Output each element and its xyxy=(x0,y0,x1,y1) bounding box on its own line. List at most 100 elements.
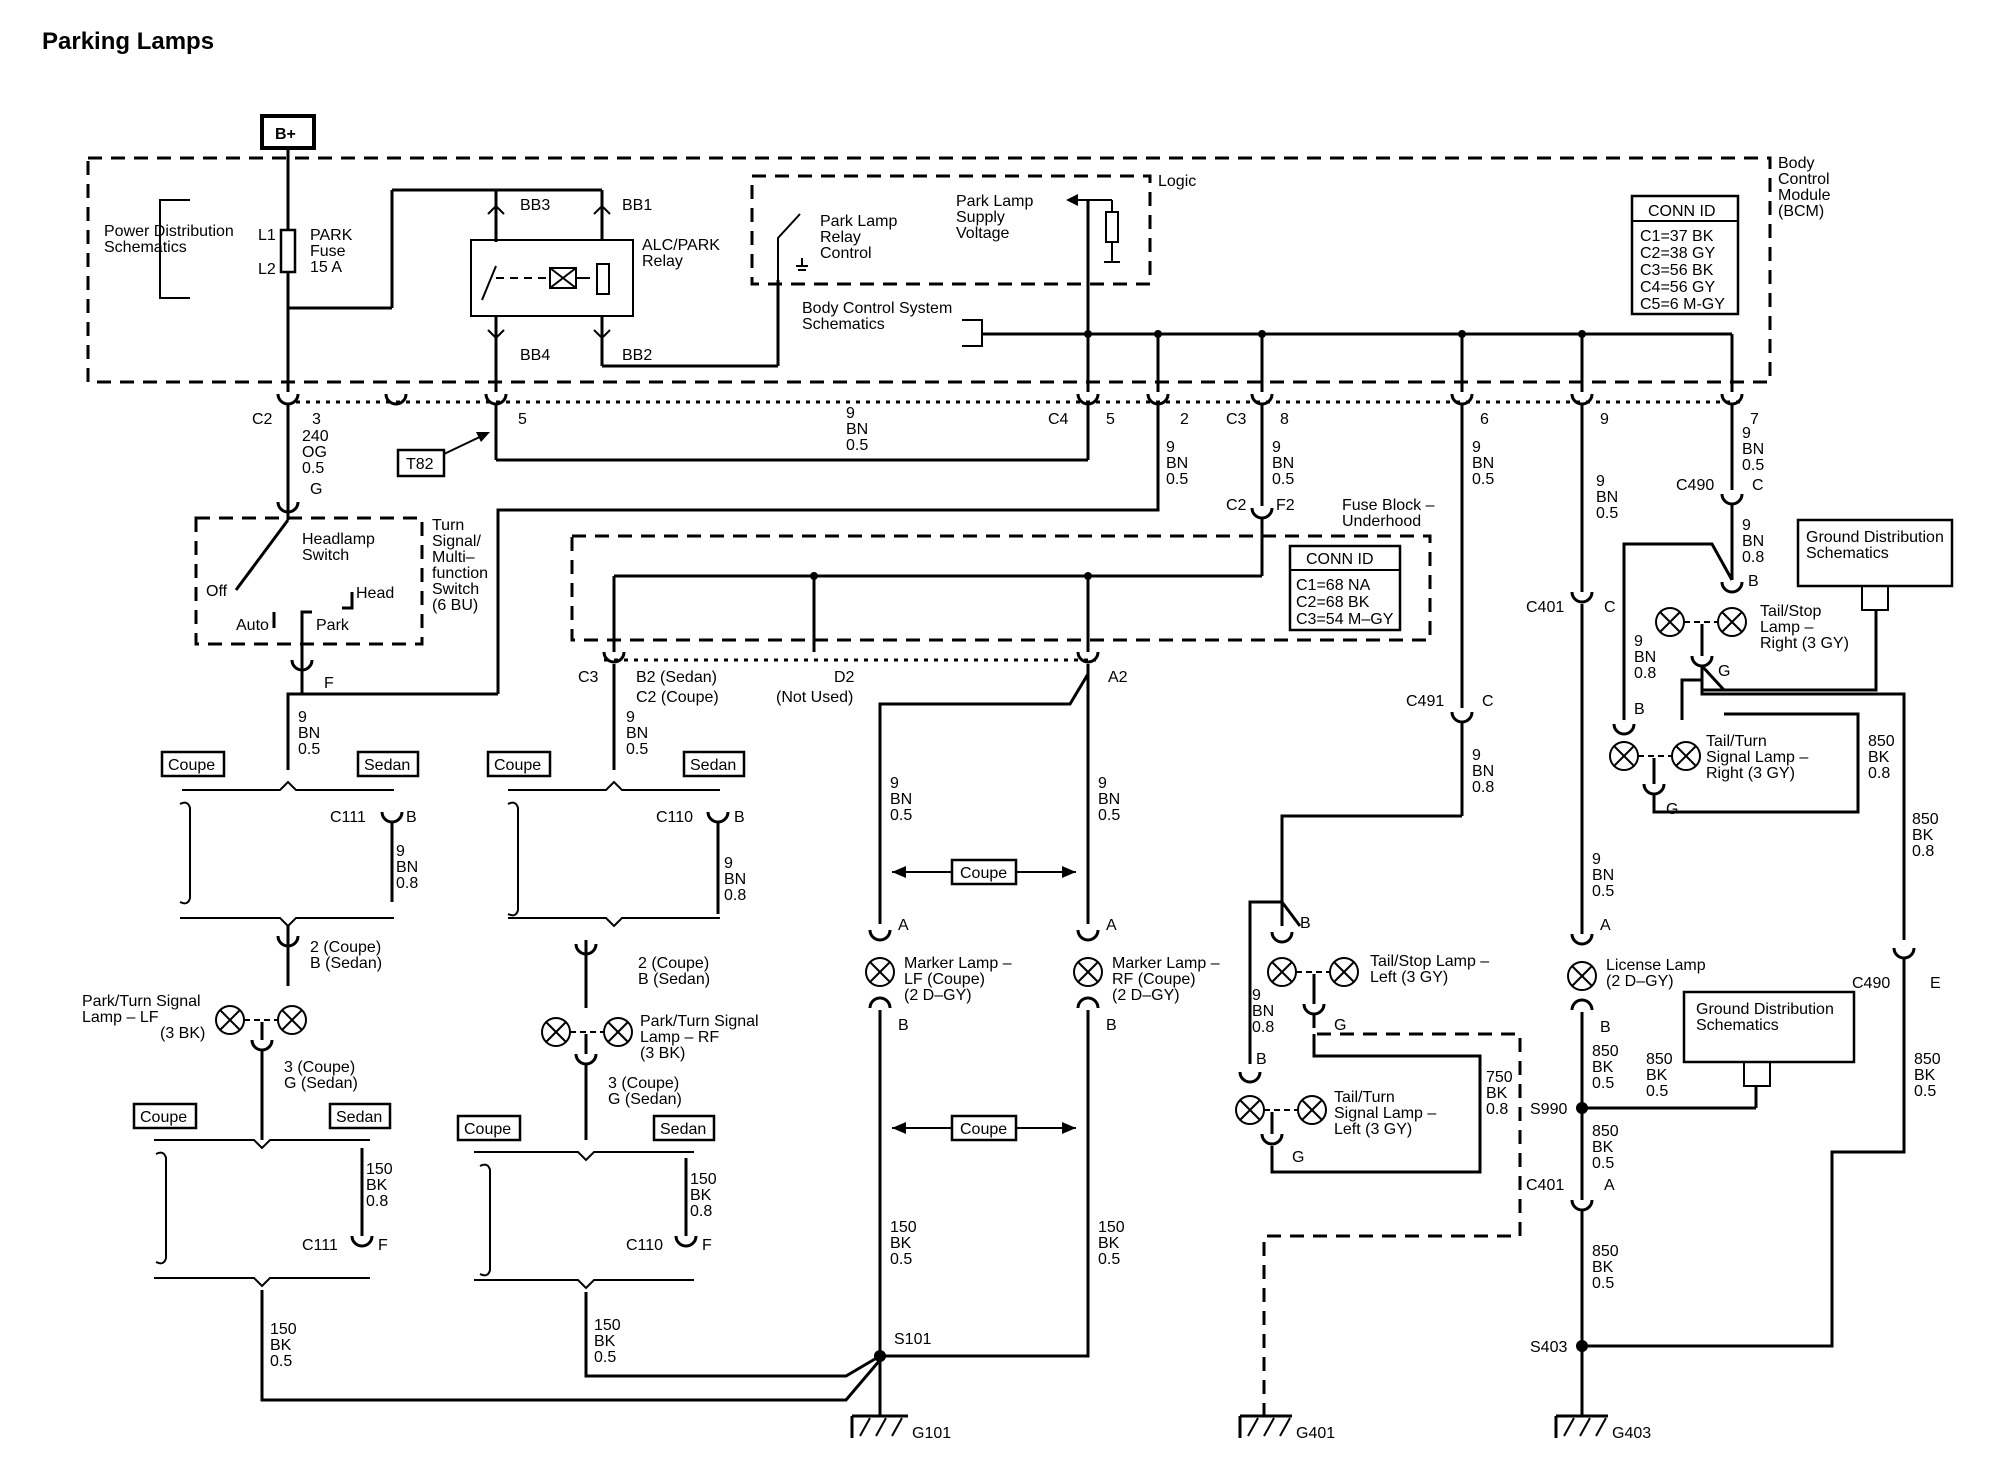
svg-text:750: 750 xyxy=(1486,1069,1513,1086)
svg-text:0.5: 0.5 xyxy=(1098,1251,1120,1268)
svg-text:C2: C2 xyxy=(1226,497,1247,514)
svg-text:BN: BN xyxy=(1252,1003,1274,1020)
svg-text:Left (3 GY): Left (3 GY) xyxy=(1334,1121,1412,1138)
wire-150-bk-lf: 150 BK 0.5 xyxy=(270,1321,297,1370)
svg-text:C3: C3 xyxy=(578,669,599,686)
lf-ground-option-selector: Coupe Sedan xyxy=(132,1102,392,1288)
svg-text:0.5: 0.5 xyxy=(1472,471,1494,488)
bcm-boundary xyxy=(86,156,1772,384)
ground-g101: G101 xyxy=(850,1414,951,1442)
svg-text:9: 9 xyxy=(626,709,635,726)
svg-text:C490: C490 xyxy=(1676,477,1714,494)
svg-text:9: 9 xyxy=(1596,473,1605,490)
svg-text:2 (Coupe): 2 (Coupe) xyxy=(638,955,709,972)
svg-text:Park: Park xyxy=(316,617,350,634)
headlamp-switch-box xyxy=(194,516,424,646)
svg-text:0.5: 0.5 xyxy=(302,460,324,477)
svg-text:Sedan: Sedan xyxy=(336,1109,382,1126)
svg-text:Signal Lamp –: Signal Lamp – xyxy=(1334,1105,1436,1122)
svg-text:9: 9 xyxy=(396,843,405,860)
svg-text:BK: BK xyxy=(1098,1235,1120,1252)
svg-text:G (Sedan): G (Sedan) xyxy=(284,1075,358,1092)
svg-text:240: 240 xyxy=(302,428,329,445)
svg-text:150: 150 xyxy=(270,1321,297,1338)
svg-text:Switch: Switch xyxy=(432,581,479,598)
wire-9-bn-c111: 9 BN 0.8 xyxy=(396,843,418,892)
svg-text:Supply: Supply xyxy=(956,209,1005,226)
svg-text:S101: S101 xyxy=(894,1331,931,1348)
connector-c2: C2 xyxy=(252,411,273,428)
wire-9-bn-tail-left: 9 BN 0.8 xyxy=(1252,987,1274,1036)
bcm-label: Body Control Module (BCM) xyxy=(1778,155,1831,220)
svg-text:Fuse: Fuse xyxy=(310,243,346,260)
svg-text:BK: BK xyxy=(1868,749,1890,766)
svg-text:Right (3 GY): Right (3 GY) xyxy=(1706,765,1795,782)
svg-text:Schematics: Schematics xyxy=(104,239,187,256)
svg-text:Relay: Relay xyxy=(642,253,683,270)
marker-lamp-lf: A B Marker Lamp – LF (Coupe) (2 D–GY) xyxy=(865,917,1012,1034)
ground-g403: G403 xyxy=(1554,1414,1651,1442)
svg-text:Schematics: Schematics xyxy=(1696,1017,1779,1034)
wire-9-bn-pin6: 9 BN 0.5 xyxy=(1472,439,1494,488)
svg-text:0.8: 0.8 xyxy=(690,1203,712,1220)
svg-text:Signal/: Signal/ xyxy=(432,533,481,550)
svg-text:C2=68 BK: C2=68 BK xyxy=(1296,594,1370,611)
wire-150-bk-marker-rf: 150 BK 0.5 xyxy=(1098,1219,1125,1268)
svg-text:5: 5 xyxy=(1106,411,1115,428)
svg-text:Lamp – RF: Lamp – RF xyxy=(640,1029,719,1046)
svg-text:BN: BN xyxy=(846,421,868,438)
park-turn-signal-lamp-rf: Park/Turn Signal Lamp – RF (3 BK) xyxy=(541,1013,759,1066)
turn-signal-multifunction-switch-label: Turn Signal/ Multi– function Switch (6 B… xyxy=(432,517,488,614)
wire-9-bn-c4: 9 BN 0.5 xyxy=(846,405,868,454)
svg-text:9: 9 xyxy=(298,709,307,726)
svg-text:0.5: 0.5 xyxy=(890,1251,912,1268)
svg-text:Switch: Switch xyxy=(302,547,349,564)
wire-9-bn-pin2: 9 BN 0.5 xyxy=(1166,439,1188,488)
svg-text:Control: Control xyxy=(820,245,872,262)
svg-text:Multi–: Multi– xyxy=(432,549,475,566)
headlamp-switch: Headlamp Switch Off Auto Park Head F xyxy=(206,519,394,692)
wire-240-og: 240 OG 0.5 G xyxy=(302,428,329,498)
svg-text:15 A: 15 A xyxy=(310,259,342,276)
svg-text:C490: C490 xyxy=(1852,975,1890,992)
svg-text:0.5: 0.5 xyxy=(1742,457,1764,474)
svg-text:B: B xyxy=(1300,915,1311,932)
svg-text:850: 850 xyxy=(1592,1123,1619,1140)
svg-text:8: 8 xyxy=(1280,411,1289,428)
svg-text:BK: BK xyxy=(366,1177,388,1194)
svg-text:C491: C491 xyxy=(1406,693,1444,710)
svg-text:B: B xyxy=(1106,1017,1117,1034)
power-distribution-ref: Power Distribution Schematics xyxy=(104,199,234,299)
svg-text:0.5: 0.5 xyxy=(298,741,320,758)
svg-text:Tail/Turn: Tail/Turn xyxy=(1706,733,1767,750)
wire-850-bk-c490-upper: 850 BK 0.8 xyxy=(1912,811,1939,860)
wire-150-bk-c111: 150 BK 0.8 xyxy=(366,1161,393,1210)
wire-9-bn-tail-right: 9 BN 0.8 xyxy=(1634,633,1656,682)
connector-c3: C3 xyxy=(1226,411,1247,428)
svg-text:(2 D–GY): (2 D–GY) xyxy=(1606,973,1674,990)
svg-text:A: A xyxy=(1600,917,1611,934)
svg-text:BN: BN xyxy=(1166,455,1188,472)
svg-text:0.5: 0.5 xyxy=(1914,1083,1936,1100)
svg-text:(3 BK): (3 BK) xyxy=(640,1045,685,1062)
svg-text:9: 9 xyxy=(1098,775,1107,792)
svg-text:C111: C111 xyxy=(330,809,366,826)
tail-turn-signal-lamp-left: B G Tail/Turn Signal Lamp – Left (3 GY) xyxy=(1235,1051,1436,1166)
svg-text:Ground Distribution: Ground Distribution xyxy=(1696,1001,1834,1018)
battery-label: B+ xyxy=(275,126,296,143)
svg-text:LF (Coupe): LF (Coupe) xyxy=(904,971,985,988)
svg-text:0.5: 0.5 xyxy=(1098,807,1120,824)
svg-text:Power Distribution: Power Distribution xyxy=(104,223,234,240)
fuse-block-conn-id-table: CONN ID C1=68 NA C2=68 BK C3=54 M–GY xyxy=(1288,544,1402,632)
svg-text:0.8: 0.8 xyxy=(1742,549,1764,566)
svg-text:T82: T82 xyxy=(406,456,434,473)
park-lamp-relay-control: Park Lamp Relay Control xyxy=(777,213,897,280)
svg-text:F: F xyxy=(702,1237,712,1254)
svg-text:2: 2 xyxy=(1180,411,1189,428)
svg-text:G: G xyxy=(310,481,322,498)
svg-text:BB3: BB3 xyxy=(520,197,550,214)
svg-text:F: F xyxy=(324,675,334,692)
svg-text:BK: BK xyxy=(270,1337,292,1354)
svg-text:150: 150 xyxy=(690,1171,717,1188)
svg-text:CONN ID: CONN ID xyxy=(1648,203,1716,220)
